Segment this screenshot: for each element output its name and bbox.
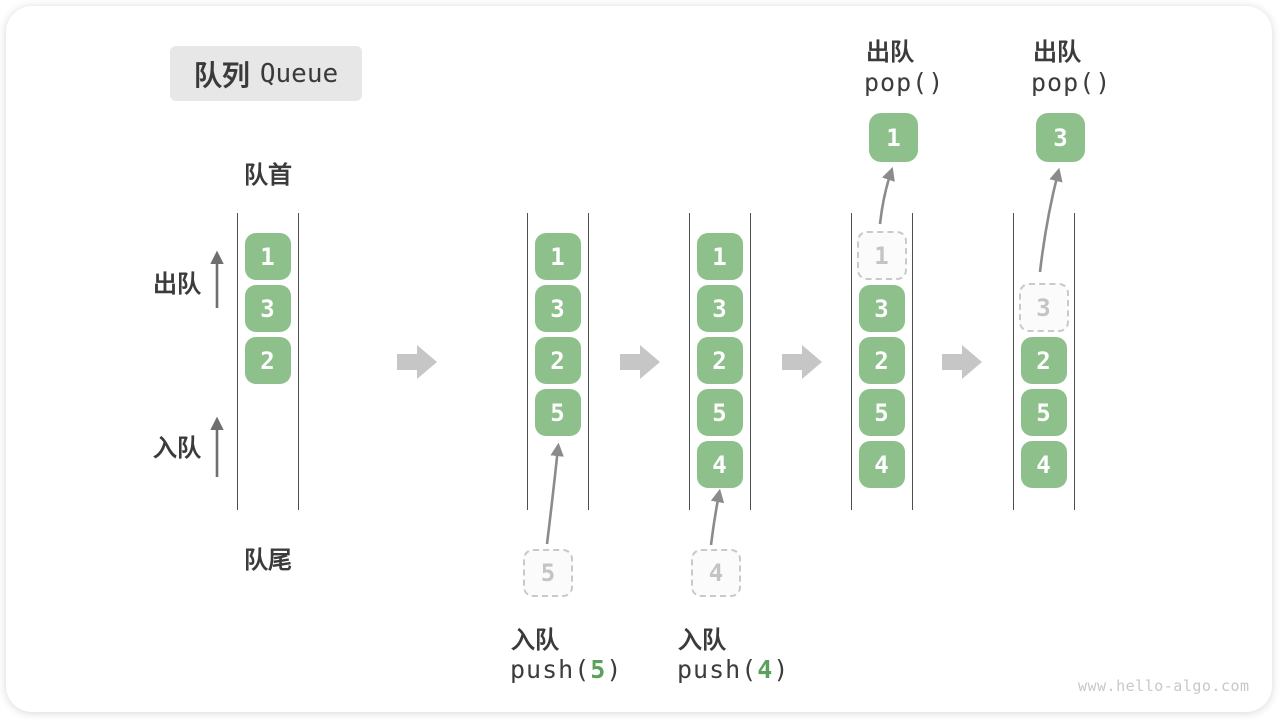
push-4-arg: 4 — [757, 655, 774, 684]
queue-cell: 2 — [696, 337, 743, 384]
queue-cell: 3 — [696, 285, 743, 332]
pop-1-op-label: 出队 — [866, 39, 914, 66]
queue-cell: 4 — [1020, 441, 1067, 488]
push-4-fn-close: ) — [773, 655, 790, 684]
enqueue-side-label: 入队 — [153, 435, 201, 462]
queue-cell: 1 — [696, 233, 743, 280]
push-5-arg: 5 — [590, 655, 607, 684]
front-label: 队首 — [244, 162, 292, 189]
watermark: www.hello-algo.com — [1078, 677, 1250, 695]
queue-cell: 3 — [858, 285, 905, 332]
push-4-fn-open: push( — [677, 655, 758, 684]
queue-cell: 2 — [534, 337, 581, 384]
diagram-card — [6, 6, 1272, 712]
push-5-fn-close: ) — [606, 655, 623, 684]
incoming-ghost-cell: 4 — [691, 549, 741, 597]
title-box: 队列 Queue — [170, 46, 362, 101]
title-en: Queue — [259, 58, 339, 89]
queue-cell: 5 — [696, 389, 743, 436]
popped-cell: 1 — [869, 113, 918, 162]
queue-cell: 2 — [1020, 337, 1067, 384]
push-4-op-label: 入队 — [678, 627, 726, 654]
queue-cell: 1 — [244, 233, 291, 280]
queue-cell: 3 — [534, 285, 581, 332]
queue-cell: 5 — [1020, 389, 1067, 436]
queue-column-state-5: 3 2 5 4 — [1013, 213, 1075, 510]
push-4-code: push(4) — [677, 655, 789, 684]
popped-ghost-cell: 1 — [856, 231, 907, 280]
queue-column-state-3: 1 3 2 5 4 — [689, 213, 751, 510]
queue-cell: 1 — [534, 233, 581, 280]
queue-cell: 4 — [696, 441, 743, 488]
queue-cell: 5 — [534, 389, 581, 436]
pop-2-op-label: 出队 — [1033, 39, 1081, 66]
queue-cell: 5 — [858, 389, 905, 436]
queue-cell: 4 — [858, 441, 905, 488]
incoming-ghost-cell: 5 — [523, 549, 573, 597]
queue-cell: 2 — [244, 337, 291, 384]
push-5-op-label: 入队 — [511, 627, 559, 654]
queue-column-state-4: 1 3 2 5 4 — [851, 213, 913, 510]
queue-column-state-1: 1 3 2 — [237, 213, 299, 510]
queue-column-state-2: 1 3 2 5 — [527, 213, 589, 510]
popped-cell: 3 — [1036, 113, 1085, 162]
rear-label: 队尾 — [244, 547, 292, 574]
push-5-fn-open: push( — [510, 655, 591, 684]
queue-cell: 2 — [858, 337, 905, 384]
popped-ghost-cell: 3 — [1018, 283, 1069, 332]
dequeue-side-label: 出队 — [153, 271, 201, 298]
queue-cell: 3 — [244, 285, 291, 332]
title-zh: 队列 — [193, 59, 250, 91]
pop-1-code: pop() — [864, 68, 945, 97]
pop-2-code: pop() — [1031, 68, 1112, 97]
push-5-code: push(5) — [510, 655, 622, 684]
